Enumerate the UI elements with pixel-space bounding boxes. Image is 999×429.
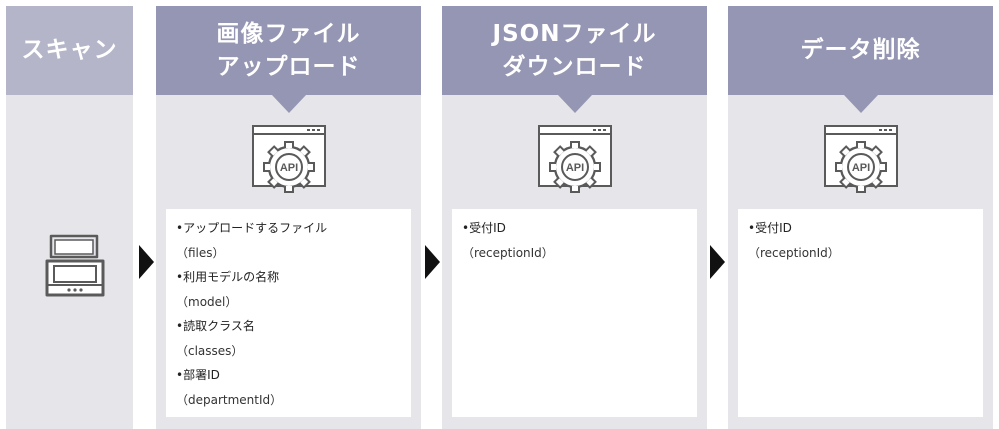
step-json-download: JSONファイル ダウンロード API •受付ID （receptionId） — [442, 6, 707, 429]
header-pointer — [557, 95, 592, 113]
param-panel-image-upload: •アップロードするファイル （files） •利用モデルの名称 （model） … — [166, 209, 411, 417]
param-panel-json-download: •受付ID （receptionId） — [452, 209, 697, 417]
step-data-delete: データ削除 API •受付ID （receptionId） — [728, 6, 993, 429]
header-pointer — [843, 95, 878, 113]
step-scan-title: スキャン — [21, 37, 118, 63]
flow-arrow-2 — [425, 245, 440, 279]
param-department-key: （departmentId） — [176, 392, 283, 407]
param-reception-id-key: （receptionId） — [462, 245, 554, 260]
api-label: API — [851, 162, 869, 174]
step-scan: スキャン — [6, 6, 133, 429]
flow-arrow-3 — [710, 245, 725, 279]
param-panel-data-delete: •受付ID （receptionId） — [738, 209, 983, 417]
param-department: •部署ID — [176, 368, 220, 382]
api-gear-window-icon: API — [251, 125, 326, 193]
step-data-delete-header: データ削除 — [728, 6, 993, 95]
param-files: •アップロードするファイル — [176, 221, 328, 235]
param-reception-id-key: （receptionId） — [748, 245, 840, 260]
api-label: API — [279, 162, 297, 174]
step-json-download-title-line-1: JSONファイル — [492, 20, 657, 47]
param-reception-id: •受付ID — [748, 221, 792, 235]
api-gear-window-icon: API — [823, 125, 898, 193]
step-image-upload: 画像ファイル アップロード API •アップロードするファイル （files） … — [156, 6, 421, 429]
flow-arrow-1 — [139, 245, 154, 279]
step-json-download-header: JSONファイル ダウンロード — [442, 6, 707, 95]
step-image-upload-header: 画像ファイル アップロード — [156, 6, 421, 95]
param-reception-id: •受付ID — [462, 221, 506, 235]
param-files-key: （files） — [176, 245, 225, 260]
step-data-delete-title: データ削除 — [800, 37, 921, 63]
header-pointer — [271, 95, 306, 113]
scanner-icon — [45, 234, 105, 297]
step-image-upload-title-line-1: 画像ファイル — [216, 20, 361, 47]
param-model-key: （model） — [176, 294, 238, 309]
step-json-download-title-line-2: ダウンロード — [502, 53, 647, 80]
api-gear-window-icon: API — [537, 125, 612, 193]
param-model: •利用モデルの名称 — [176, 270, 280, 284]
param-classes-key: （classes） — [176, 343, 244, 358]
step-image-upload-title-line-2: アップロード — [216, 53, 361, 80]
api-label: API — [565, 162, 583, 174]
step-scan-header: スキャン — [6, 6, 133, 95]
param-classes: •読取クラス名 — [176, 319, 255, 333]
